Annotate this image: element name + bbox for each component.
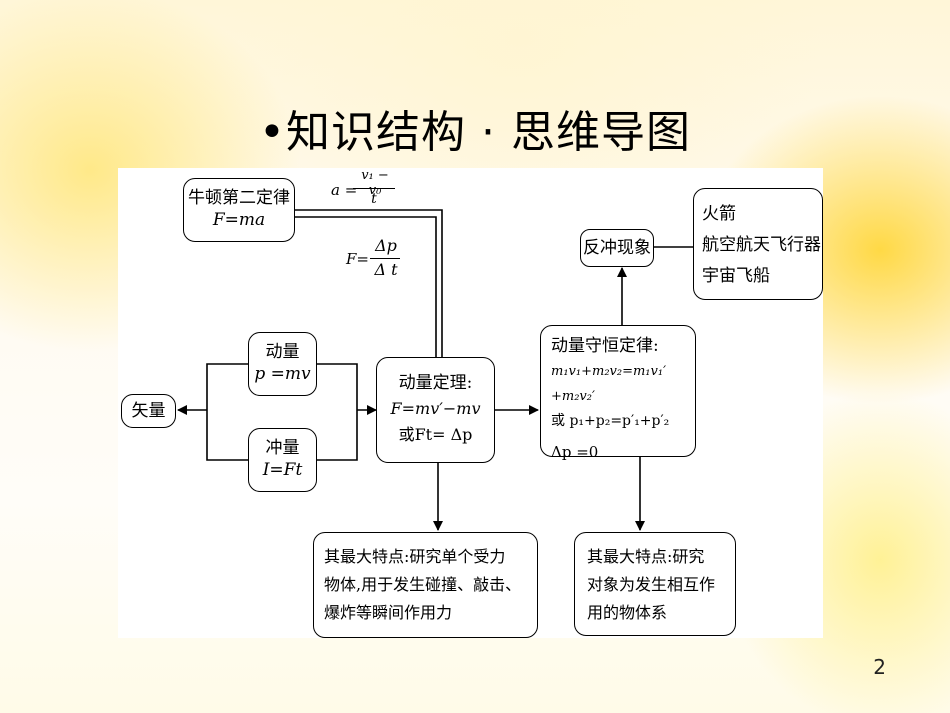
applications-box: 火箭 航空航天飞行器 宇宙飞船	[693, 188, 823, 300]
impulse-box: 冲量 I=Ft	[248, 428, 317, 492]
accel-fraction-bar	[353, 188, 395, 189]
vector-label: 矢量	[131, 401, 166, 421]
newton-law-name: 牛顿第二定律	[188, 188, 290, 208]
page-title: •知识结构 · 思维导图	[259, 107, 691, 158]
recoil-label: 反冲现象	[583, 238, 651, 258]
theorem-feature-line: 爆炸等瞬间作用力	[324, 603, 453, 622]
theorem-feature-box: 其最大特点:研究单个受力 物体,用于发生碰撞、敲击、 爆炸等瞬间作用力	[313, 532, 538, 638]
momentum-formula: p =mv	[254, 364, 311, 384]
conservation-feature-line: 其最大特点:研究	[587, 547, 705, 566]
impulse-formula: I=Ft	[262, 460, 303, 480]
accel-formula-den: t	[371, 191, 377, 207]
application-item: 宇宙飞船	[702, 266, 770, 286]
theorem-name: 动量定理:	[398, 373, 473, 393]
newton-to-theorem-line-inner	[295, 216, 437, 357]
theorem-formula-1: F=mv′−mv	[390, 399, 481, 418]
force-fraction-bar	[370, 258, 400, 259]
recoil-box: 反冲现象	[580, 229, 654, 267]
momentum-theorem-box: 动量定理: F=mv′−mv 或Ft= Δp	[376, 357, 495, 463]
impulse-name: 冲量	[265, 438, 300, 458]
theorem-feature-line: 物体,用于发生碰撞、敲击、	[324, 575, 522, 594]
page-number: 2	[873, 655, 886, 679]
newton-law-box: 牛顿第二定律 F=ma	[183, 178, 295, 242]
application-item: 火箭	[702, 204, 736, 224]
application-item: 航空航天飞行器	[702, 235, 821, 255]
theorem-feature-line: 其最大特点:研究单个受力	[324, 547, 506, 566]
theorem-formula-2: 或Ft= Δp	[398, 425, 473, 444]
force-formula-lhs: F=	[346, 250, 369, 268]
conservation-formula-1: m₁v₁+m₂v₂=m₁v₁′+m₂v₂′	[551, 364, 667, 404]
conservation-formula-3: Δp =0	[551, 443, 599, 461]
conservation-feature-box: 其最大特点:研究 对象为发生相互作 用的物体系	[574, 532, 736, 636]
conservation-name: 动量守恒定律:	[551, 336, 659, 356]
conservation-feature-line: 对象为发生相互作	[587, 575, 716, 594]
conservation-feature-line: 用的物体系	[587, 603, 668, 622]
force-formula-num: Δp	[375, 236, 397, 255]
conservation-formula-2: 或 p₁+p₂=p′₁+p′₂	[551, 413, 670, 429]
vector-box: 矢量	[121, 394, 176, 428]
newton-law-formula: F=ma	[212, 210, 266, 230]
bracket-left	[206, 363, 248, 461]
conservation-law-box: 动量守恒定律: m₁v₁+m₂v₂=m₁v₁′+m₂v₂′ 或 p₁+p₂=p′…	[540, 325, 696, 461]
bracket-right	[317, 363, 358, 461]
force-formula-den: Δ t	[374, 260, 398, 279]
momentum-box: 动量 p =mv	[248, 332, 317, 396]
accel-formula-lhs: a =	[331, 181, 358, 199]
newton-to-theorem-line-outer	[295, 209, 443, 357]
accel-formula-num: v₁ − v₀	[361, 168, 389, 198]
momentum-name: 动量	[265, 342, 300, 362]
